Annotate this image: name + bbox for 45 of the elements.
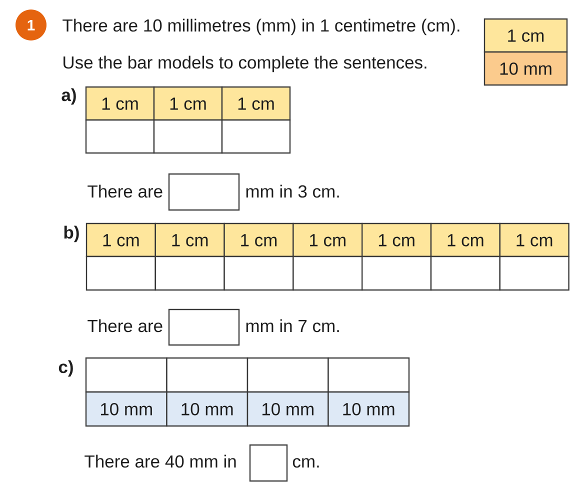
instruction-text: There are 10 millimetres (mm) in 1 centimetre (cm). xyxy=(62,18,460,36)
bar-cell: 1 cm xyxy=(154,222,225,258)
bar-cell: 1 cm xyxy=(153,86,223,121)
bar-cell: 1 cm xyxy=(224,222,294,258)
bar-cell: 10 mm xyxy=(328,391,410,427)
bar-cell: 1 cm xyxy=(499,222,570,258)
part-label: a) xyxy=(62,88,76,105)
bar-cell: 10 mm xyxy=(166,391,248,427)
answer-cell xyxy=(221,119,291,154)
question-number: 1 xyxy=(16,10,46,40)
answer-cell xyxy=(362,256,432,291)
instruction-text: Use the bar models to complete the sentences. xyxy=(64,56,426,72)
answer-box xyxy=(168,308,240,346)
part-label: b) xyxy=(64,226,79,242)
sentence-text: There are xyxy=(88,319,162,332)
sentence-text: mm in 3 cm. xyxy=(246,184,339,198)
answer-cell xyxy=(153,119,223,154)
answer-cell xyxy=(499,256,570,291)
answer-cell xyxy=(224,256,294,291)
bar-cell: 10 mm xyxy=(85,391,168,427)
bar-cell: 10 mm xyxy=(484,51,568,86)
bar-cell: 1 cm xyxy=(85,86,155,121)
answer-cell xyxy=(85,119,155,154)
answer-cell xyxy=(154,256,225,291)
answer-cell xyxy=(292,256,363,291)
answer-cell xyxy=(328,357,410,393)
answer-box xyxy=(168,173,240,211)
answer-cell xyxy=(166,357,248,393)
sentence-text: There are 40 mm in xyxy=(84,454,236,468)
bar-cell: 10 mm xyxy=(246,391,329,427)
answer-cell xyxy=(85,357,168,393)
bar-cell: 1 cm xyxy=(292,222,363,258)
bar-cell: 1 cm xyxy=(86,222,156,258)
answer-box xyxy=(249,444,288,482)
bar-cell: 1 cm xyxy=(221,86,291,121)
sentence-text: mm in 7 cm. xyxy=(246,319,339,332)
part-label: c) xyxy=(58,360,73,377)
sentence-text: cm. xyxy=(292,458,319,468)
answer-cell xyxy=(246,357,329,393)
answer-cell xyxy=(430,256,500,291)
bar-cell: 1 cm xyxy=(484,18,568,53)
bar-cell: 1 cm xyxy=(430,222,500,258)
sentence-text: There are xyxy=(88,184,162,198)
bar-cell: 1 cm xyxy=(362,222,432,258)
answer-cell xyxy=(86,256,156,291)
